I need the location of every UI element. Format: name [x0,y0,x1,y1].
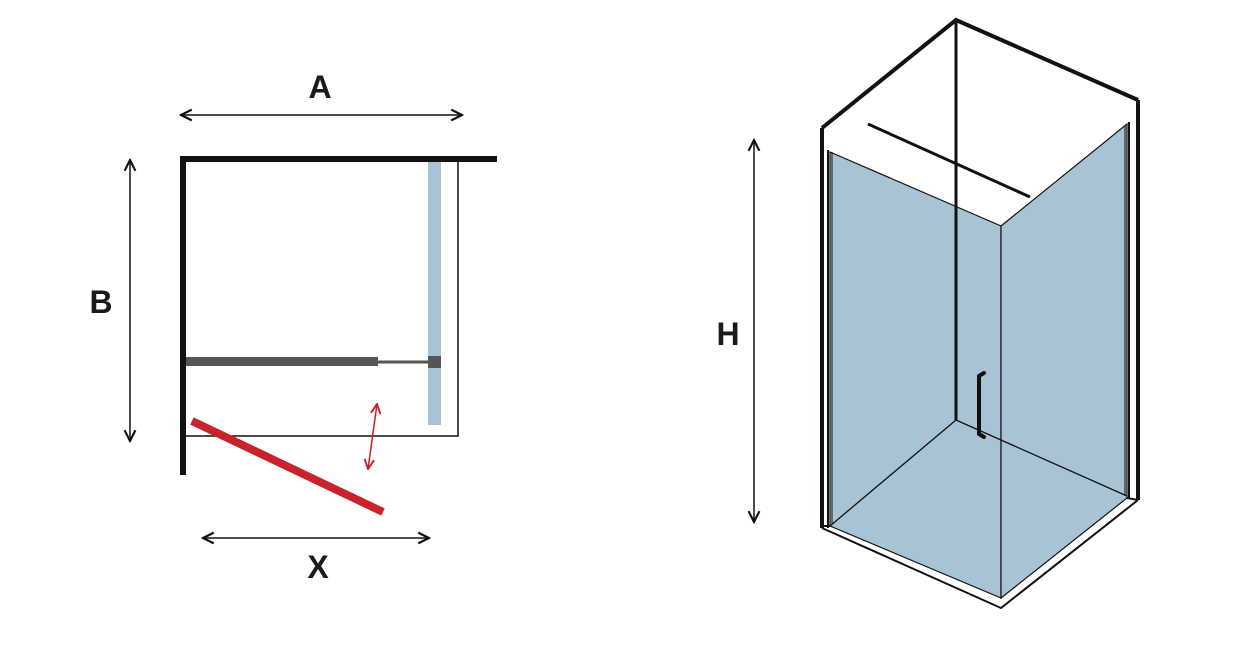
floor-back-left-edge [829,419,957,527]
support-bar-bracket [428,356,441,368]
dimension-label-a: A [308,69,331,105]
fixed-glass-panel [428,162,441,425]
support-bar [186,357,378,366]
isometric-view: H [716,17,1140,610]
glass-front-left-panel [829,151,1002,599]
iso-support-bar [867,122,1031,199]
glass-front-right-panel [1000,122,1128,600]
dimension-label-x: X [307,549,329,585]
plan-view: A B X [89,69,497,585]
tray-right-short [1126,497,1139,501]
door-swing-panel [190,417,385,516]
door-swing-arrow [368,404,377,469]
floor-back-right-edge [955,419,1128,497]
top-frame [820,17,1139,130]
dimension-label-h: H [716,316,739,352]
shower-tray-outline [182,159,459,437]
shower-tray-base [821,499,1139,610]
door-handle [977,371,986,439]
dimension-label-b: B [89,284,112,320]
